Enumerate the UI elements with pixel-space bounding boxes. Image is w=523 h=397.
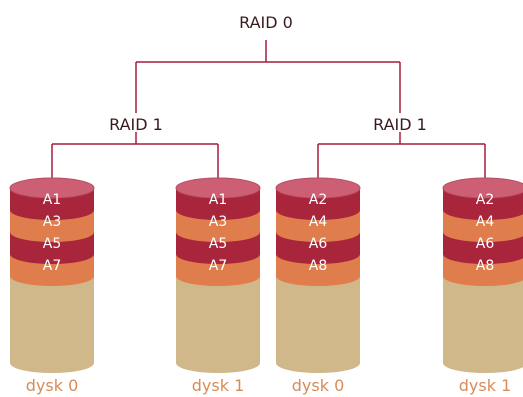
stripe-block-label: A5 [43,236,61,252]
disk-label: dysk 0 [26,376,79,395]
stripe-block-label: A6 [476,236,495,252]
connector-lines [51,40,486,188]
disk-cap [442,177,523,199]
stripe-block-label: A5 [209,236,227,252]
stripe-block-label: A1 [43,192,61,208]
stripe-block-label: A7 [209,258,227,274]
stripe-block-label: A4 [309,214,328,230]
stripe-block-label: A7 [43,258,61,274]
raid1-left-label: RAID 1 [109,115,163,134]
raid1-right-label: RAID 1 [373,115,427,134]
stripe-block-label: A6 [309,236,328,252]
disk-body [276,276,360,373]
disk-cap [9,177,95,199]
disk-cap [175,177,261,199]
disk-body [176,276,260,373]
stripe-block-label: A2 [309,192,327,208]
disk-label: dysk 0 [292,376,345,395]
stripe-block-label: A1 [209,192,227,208]
disk-label: dysk 1 [459,376,512,395]
stripe-block-label: A2 [476,192,494,208]
disk-cap [275,177,361,199]
stripe-block-label: A4 [476,214,495,230]
raid0-label: RAID 0 [239,13,293,32]
disk-label: dysk 1 [192,376,245,395]
disk-body [443,276,523,373]
stripe-block-label: A8 [476,258,494,274]
stripe-block-label: A3 [209,214,227,230]
disk-body [10,276,94,373]
stripe-block-label: A8 [309,258,327,274]
stripe-block-label: A3 [43,214,61,230]
